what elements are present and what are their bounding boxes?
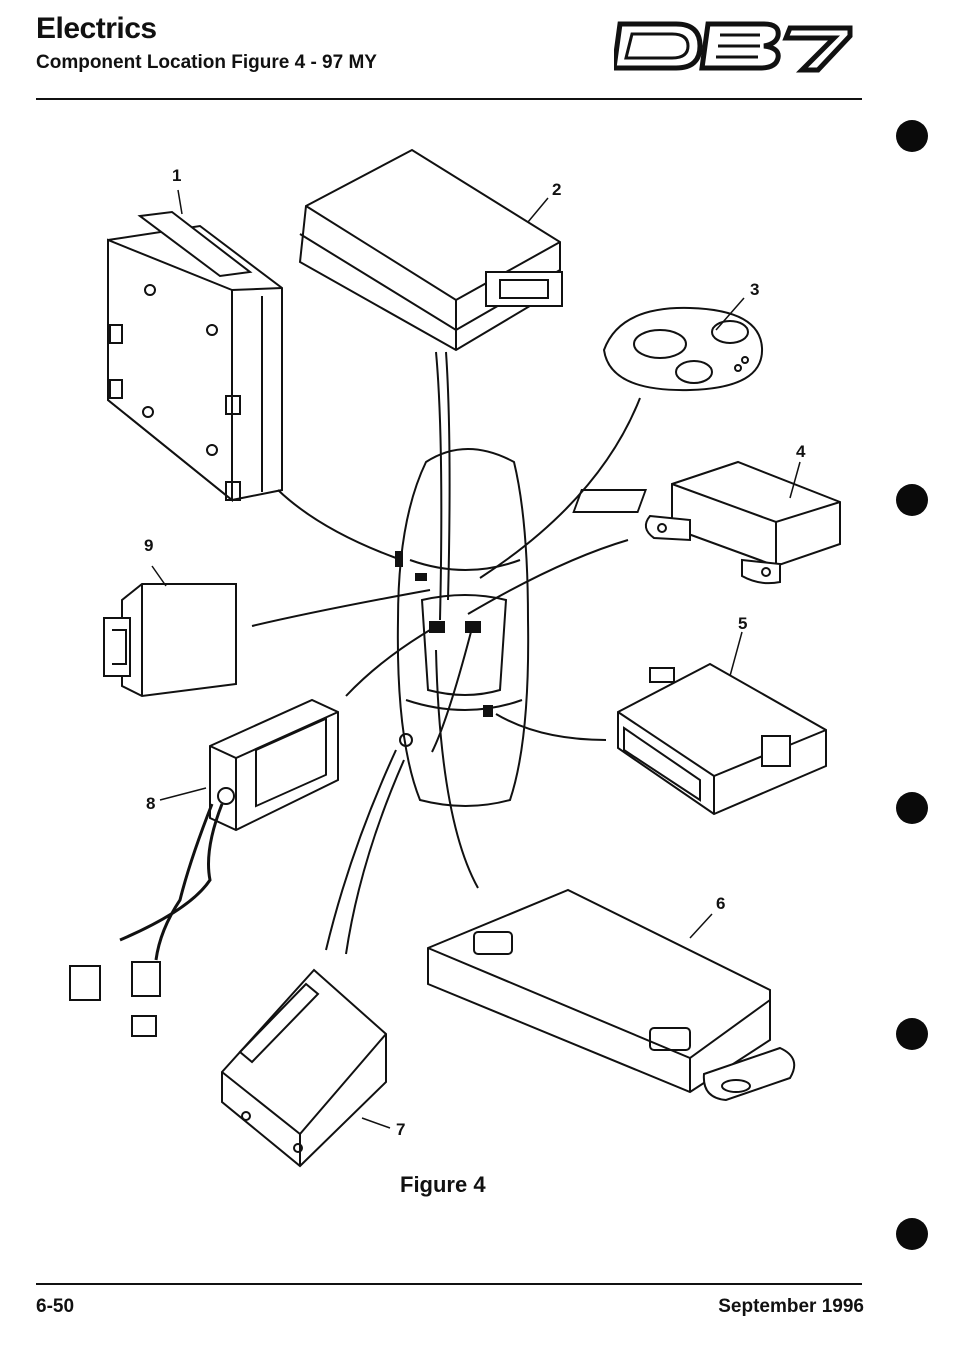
page-subtitle: Component Location Figure 4 - 97 MY: [36, 52, 377, 73]
db7-logo: [614, 21, 853, 73]
component-8-module: [69, 698, 339, 1037]
callout-8: 8: [146, 794, 156, 813]
footer-rule: [36, 1283, 862, 1285]
binding-hole-marker: [896, 1218, 928, 1250]
binding-hole-marker: [896, 484, 928, 516]
component-6-module: [427, 888, 796, 1102]
component-5-module: [617, 662, 827, 816]
vehicle-plan-view: [395, 448, 530, 807]
figure-caption: Figure 4: [400, 1172, 486, 1197]
page-number: 6-50: [36, 1296, 75, 1317]
connection-lines: [251, 351, 641, 955]
component-2-control-unit: [298, 148, 563, 352]
component-9-module: [103, 583, 237, 698]
callout-2: 2: [552, 180, 562, 199]
header-rule: [36, 98, 862, 100]
binding-hole-marker: [896, 120, 928, 152]
component-3-remote-key-fob: [602, 306, 764, 392]
callout-5: 5: [738, 614, 748, 633]
component-4-module: [572, 460, 841, 585]
component-7-module: [221, 968, 387, 1168]
callout-6: 6: [716, 894, 726, 913]
callout-3: 3: [750, 280, 760, 299]
callout-9: 9: [144, 536, 154, 555]
binding-hole-marker: [896, 1018, 928, 1050]
section-title: Electrics: [36, 12, 157, 45]
callout-4: 4: [796, 442, 806, 461]
callout-1: 1: [172, 166, 182, 185]
callout-leaders: [151, 189, 801, 1129]
component-1-control-unit: [107, 210, 283, 503]
publication-date: September 1996: [718, 1296, 864, 1317]
callout-7: 7: [396, 1120, 406, 1139]
binding-hole-marker: [896, 792, 928, 824]
